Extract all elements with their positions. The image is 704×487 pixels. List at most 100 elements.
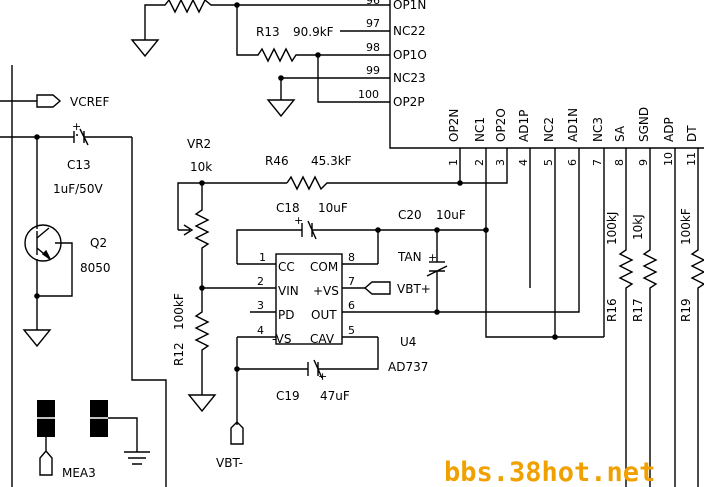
u4-pin3-number: 3 (257, 299, 264, 312)
vr2-ref-label: VR2 (187, 137, 211, 151)
vr2-potentiometer: VR2 10k (177, 137, 287, 288)
tan-label: TAN (397, 250, 422, 264)
r12-ref-label: R12 (172, 342, 186, 366)
bottom-pin-number-5: 5 (542, 159, 555, 166)
q2-value-label: 8050 (80, 261, 111, 275)
bottom-pin-name-op2n: OP2N (447, 109, 461, 142)
q2-transistor: Q2 8050 (22, 137, 111, 348)
r19-ref-label: R19 (679, 298, 693, 322)
c20-capacitor: C20 10uF TAN + (397, 208, 466, 315)
bottom-pin-name-sgnd: SGND (637, 107, 651, 142)
pin-99-number: 99 (366, 64, 380, 77)
ic-bottom-pins: OP2N 1 NC1 2 OP2O 3 AD1P 4 NC2 5 AD1N 6 NC3 7 SA 8 SGND 9… (447, 107, 704, 487)
r13-resistor: R13 90.9kF (236, 5, 340, 118)
pin-98-number: 98 (366, 41, 380, 54)
bottom-pin-number-6: 6 (566, 159, 579, 166)
u4-pin1-number: 1 (259, 251, 266, 264)
mea3-label: MEA3 (62, 466, 96, 480)
c20-ref-label: C20 (398, 208, 422, 222)
c19-ref-label: C19 (276, 389, 300, 403)
r46-ref-label: R46 (265, 154, 289, 168)
bottom-pin-number-2: 2 (473, 159, 486, 166)
u4-pin1-label: CC (278, 260, 295, 274)
watermark-text: bbs.38hot.net (444, 457, 655, 487)
bottom-pin-name-op2o: OP2O (494, 108, 508, 142)
u4-value-label: AD737 (388, 360, 428, 374)
u4-pin6-number: 6 (348, 299, 355, 312)
bottom-pin-name-dt: DT (685, 125, 699, 142)
bottom-pin-name-sa: SA (613, 125, 627, 142)
c20-plus-sign: + (428, 251, 437, 264)
bottom-pin-name-ad1p: AD1P (517, 110, 531, 142)
c18-ref-label: C18 (276, 201, 300, 215)
r17-value-label: 10kJ (631, 214, 645, 240)
bottom-pin-name-nc2: NC2 (542, 117, 556, 142)
u4-ref-label: U4 (400, 335, 416, 349)
pin-op2p-label: OP2P (393, 95, 425, 109)
bottom-pin-number-4: 4 (517, 159, 530, 166)
u4-pin4-number: 4 (257, 324, 264, 337)
vbt-minus-label: VBT- (216, 456, 243, 470)
bottom-pin-labels: OP2N 1 NC1 2 OP2O 3 AD1P 4 NC2 5 AD1N 6 NC3 7 SA 8 SGND 9… (447, 107, 699, 166)
c18-plus-sign: + (294, 214, 303, 227)
c13-plus-sign: + (72, 120, 81, 133)
r46-resistor: R46 45.3kF (265, 148, 508, 191)
bottom-pin-name-adp: ADP (662, 117, 676, 142)
bottom-pin-number-10: 10 (662, 152, 675, 166)
c13-ref-label: C13 (67, 158, 91, 172)
u4-pin6-label: OUT (311, 308, 337, 322)
r17-ref-label: R17 (631, 298, 645, 322)
vr2-value-label: 10k (190, 160, 212, 174)
ic-top-pins: 96 OP1N 97 NC22 98 OP1O 99 NC23 100 OP2P (340, 0, 704, 149)
r16-ref-label: R16 (605, 298, 619, 322)
bottom-pin-number-11: 11 (685, 152, 698, 166)
left-bus: VCREF + C13 1uF/50V (0, 65, 167, 487)
vcref-label: VCREF (70, 95, 110, 109)
c19-capacitor: + C19 47uF VBT- (216, 337, 379, 470)
r12-value-label: 100kF (172, 293, 186, 330)
bottom-pin-number-8: 8 (613, 159, 626, 166)
u4-pin7-label: +VS (313, 284, 339, 298)
pin-op1o-label: OP1O (393, 48, 427, 62)
mea3-connector: MEA3 (37, 400, 150, 480)
r46-value-label: 45.3kF (311, 154, 352, 168)
r13-value-label: 90.9kF (293, 25, 334, 39)
bottom-pin-name-nc1: NC1 (473, 117, 487, 142)
c18-value-label: 10uF (318, 201, 348, 215)
u4-pin5-label: CAV (310, 332, 335, 346)
u4-pin4-label: -VS (272, 332, 291, 346)
u4-pin3-label: PD (278, 308, 294, 322)
pin-nc23-label: NC23 (393, 71, 426, 85)
r13-ref-label: R13 (256, 25, 280, 39)
bottom-pin-name-nc3: NC3 (591, 117, 605, 142)
vbt-plus-port: VBT+ (363, 281, 431, 296)
pin-97-number: 97 (366, 17, 380, 30)
u4-pin2-number: 2 (257, 275, 264, 288)
pin-nc22-label: NC22 (393, 24, 426, 38)
c19-plus-sign: + (318, 370, 327, 383)
c19-value-label: 47uF (320, 389, 350, 403)
bottom-pin-number-3: 3 (494, 159, 507, 166)
r19-value-label: 100kF (679, 208, 693, 245)
pin-op1n-label: OP1N (393, 0, 426, 12)
u4-pin7-number: 7 (348, 275, 355, 288)
u4-pin2-label: VIN (278, 284, 299, 298)
pin-96-number: 96 (366, 0, 380, 7)
vbt-plus-label: VBT+ (397, 282, 431, 296)
u4-ad737: 1 CC 2 VIN 3 PD 4 -VS 8 COM 7 +VS 6 OUT … (237, 251, 460, 374)
c18-capacitor: C18 10uF + (236, 201, 489, 264)
u4-pin8-label: COM (310, 260, 338, 274)
u4-pin5-number: 5 (348, 324, 355, 337)
q2-ref-label: Q2 (90, 236, 107, 250)
bottom-pin-number-9: 9 (637, 159, 650, 166)
bottom-pin-name-ad1n: AD1N (566, 108, 580, 142)
r12-resistor: R12 100kF (172, 285, 276, 413)
c13-value-label: 1uF/50V (53, 182, 103, 196)
pin-100-number: 100 (358, 88, 379, 101)
r16-value-label: 100kJ (605, 212, 619, 245)
bottom-pin-number-7: 7 (591, 159, 604, 166)
bottom-pin-number-1: 1 (447, 159, 460, 166)
u4-pin8-number: 8 (348, 251, 355, 264)
